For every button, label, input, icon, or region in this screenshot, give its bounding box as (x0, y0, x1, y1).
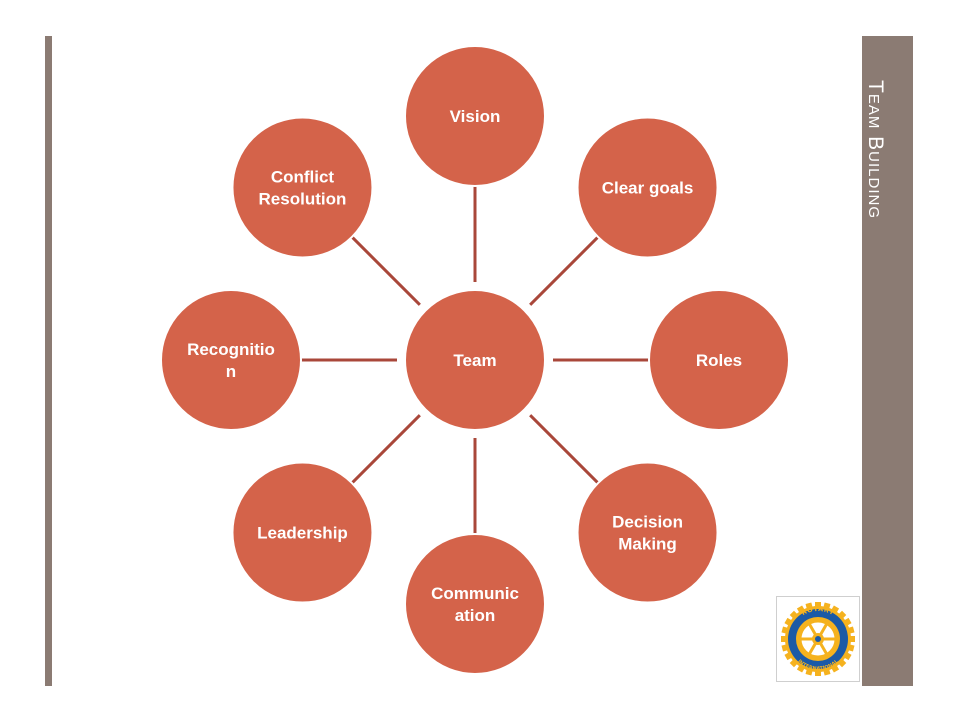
node-circle (576, 461, 719, 604)
node-label: Leadership (257, 524, 348, 543)
node-label: n (226, 362, 236, 381)
rotary-wheel-icon: ROTARY INTERNATIONAL (781, 602, 855, 676)
node-circle (231, 461, 374, 604)
node-recognition: Recognitio n (160, 289, 302, 431)
node-roles: Roles (648, 289, 790, 431)
node-label: Decision (612, 513, 683, 532)
left-accent-rule (45, 36, 52, 686)
node-label: Conflict (271, 167, 335, 186)
title-bar (862, 36, 913, 686)
node-label: Team (453, 351, 496, 370)
node-label: Resolution (259, 189, 347, 208)
svg-text:ROTARY: ROTARY (800, 605, 836, 617)
node-label: Communic (431, 584, 519, 603)
node-label: Clear goals (602, 178, 694, 197)
node-circle (404, 289, 546, 431)
node-clear-goals: Clear goals (576, 116, 719, 259)
node-circle (648, 289, 790, 431)
connector-conflict-resolution (349, 234, 421, 306)
node-leadership: Leadership (231, 461, 374, 604)
connector-lines (299, 184, 651, 536)
rotary-logo: ROTARY INTERNATIONAL (776, 596, 860, 682)
node-label: Vision (450, 107, 501, 126)
node-circle (160, 289, 302, 431)
node-team-center: Team (404, 289, 546, 431)
logo-ring-text-top: ROTARY (800, 605, 835, 617)
connector-leadership (349, 414, 421, 486)
node-circle (231, 116, 374, 259)
node-communication: Communic ation (404, 533, 546, 675)
node-circle (404, 45, 546, 187)
node-label: Recognitio (187, 340, 275, 359)
node-circle (576, 116, 719, 259)
connector-decision-making (529, 414, 601, 486)
node-circle (404, 533, 546, 675)
node-label: Making (618, 535, 677, 554)
connector-clear-goals (529, 234, 601, 306)
node-label: Roles (696, 351, 742, 370)
node-label: ation (455, 606, 496, 625)
node-vision: Vision (404, 45, 546, 187)
